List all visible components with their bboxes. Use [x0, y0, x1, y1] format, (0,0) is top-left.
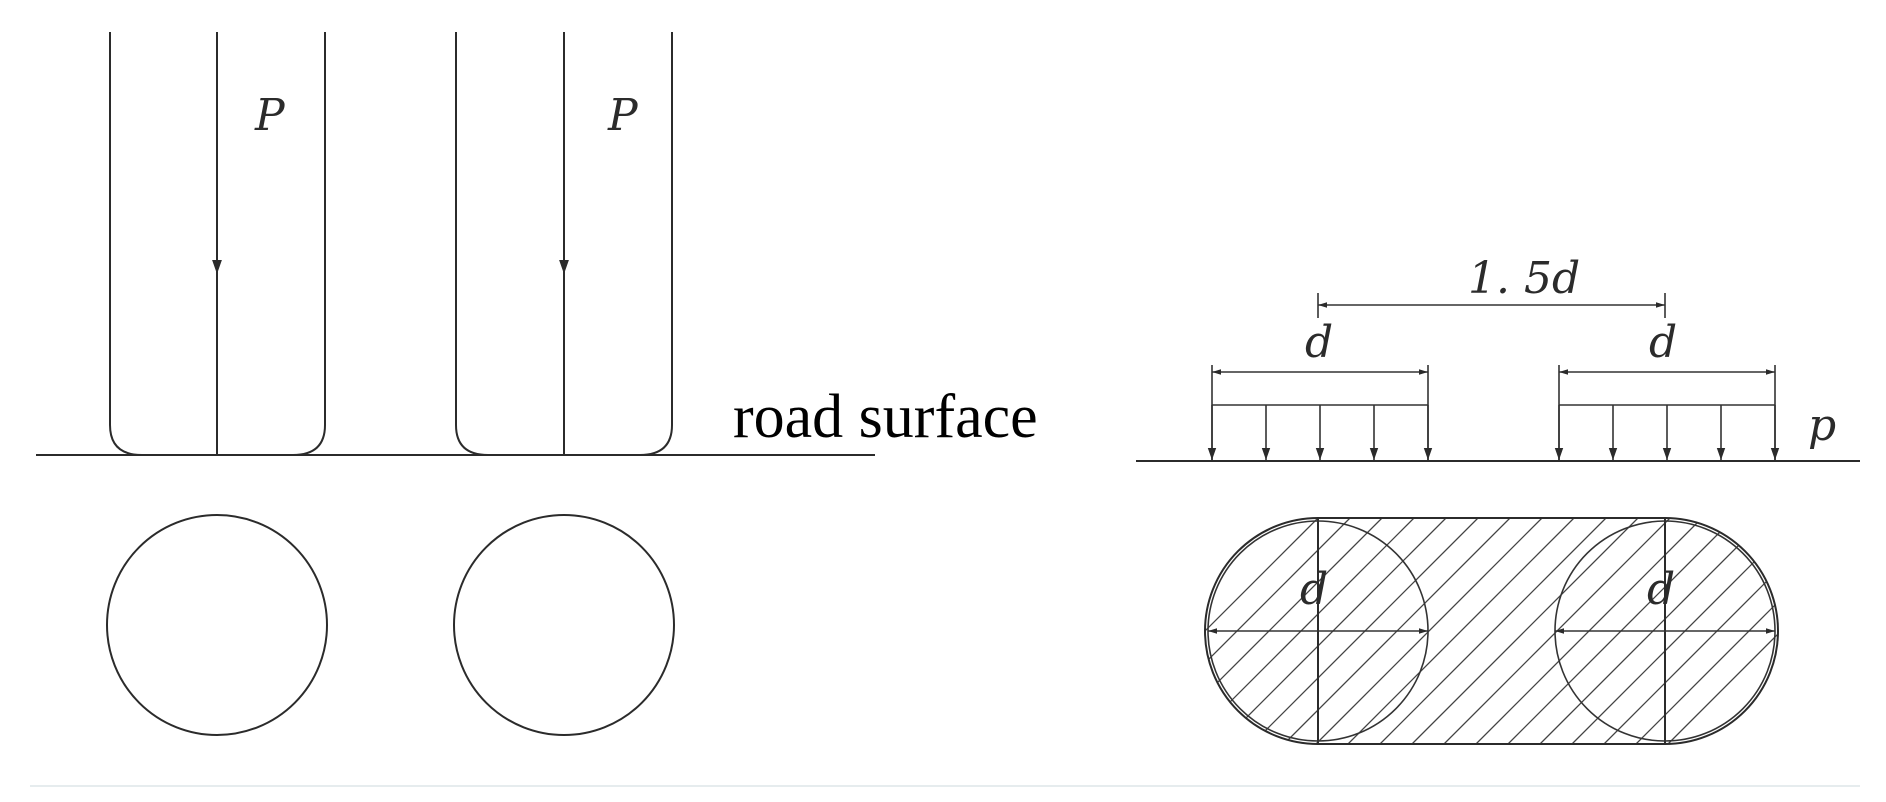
- road-surface-label: road surface: [733, 383, 1038, 451]
- hatch-line: [1205, 518, 1319, 744]
- hatch-line: [1347, 518, 1575, 744]
- width-label-1: d: [1305, 317, 1333, 368]
- right-panel: 1. 5d d d p: [1136, 253, 1860, 745]
- plan-width-label-2: d: [1647, 564, 1675, 615]
- equivalent-contact-area: d d: [1204, 517, 1779, 745]
- contact-circle-left-1: [106, 514, 328, 736]
- load-label-1: P: [254, 90, 286, 141]
- spacing-label: 1. 5d: [1468, 253, 1580, 304]
- load-label-2: P: [607, 90, 639, 141]
- hatch-pattern: [1205, 518, 1778, 744]
- pressure-label: p: [1808, 400, 1836, 451]
- left-panel: P P road surface: [36, 32, 1038, 736]
- hatch-line: [1411, 518, 1639, 744]
- width-label-2: d: [1649, 317, 1677, 368]
- hatch-line: [1667, 518, 1778, 744]
- hatch-line: [1379, 518, 1607, 744]
- hatch-line: [1315, 518, 1543, 744]
- distributed-load-1: [1207, 365, 1433, 460]
- plan-width-label-1: d: [1300, 564, 1328, 615]
- contact-circle-left-2: [453, 514, 675, 736]
- distributed-load-2: [1554, 365, 1780, 460]
